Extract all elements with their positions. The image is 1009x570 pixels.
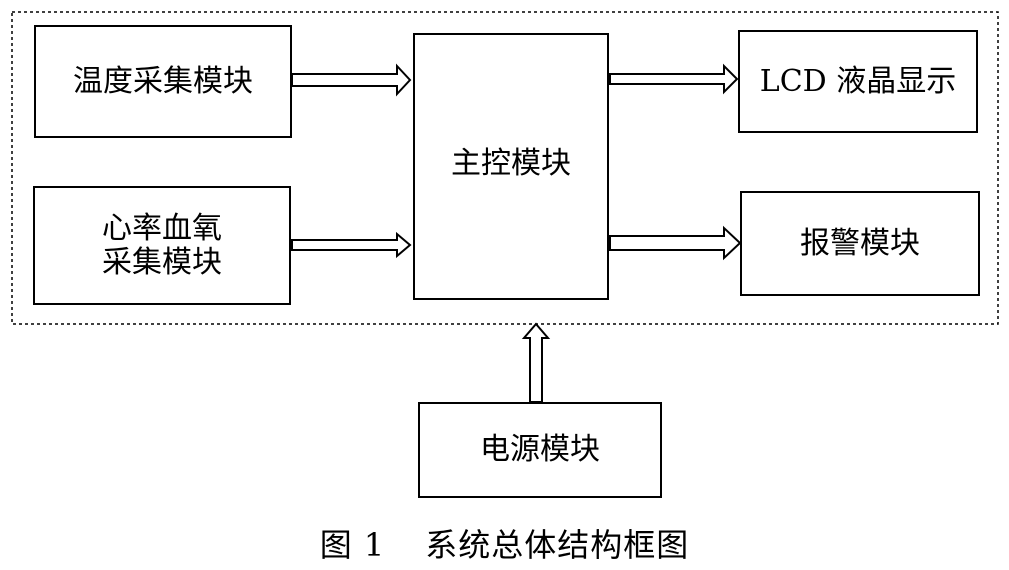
arrow-power-to-main: [521, 322, 551, 403]
arrow-heartrate-to-main: [291, 231, 412, 259]
alarm-module: 报警模块: [740, 191, 980, 296]
system-boundary: [11, 11, 999, 325]
temperature-module-label: 温度采集模块: [73, 63, 253, 99]
heart-rate-spo2-label-line1: 心率血氧: [102, 210, 222, 246]
arrow-main-to-lcd: [609, 63, 739, 95]
power-label: 电源模块: [480, 432, 600, 467]
arrow-main-to-alarm: [609, 225, 742, 261]
power-module: 电源模块: [418, 402, 662, 498]
figure-title: 系统总体结构框图: [425, 526, 690, 564]
main-control-module: 主控模块: [413, 33, 609, 300]
heart-rate-spo2-module: 心率血氧 采集模块: [33, 186, 291, 305]
lcd-display-module: LCD 液晶显示: [738, 30, 978, 133]
temperature-module: 温度采集模块: [34, 25, 292, 138]
figure-caption: 图 1 系统总体结构框图: [0, 520, 1009, 566]
heart-rate-spo2-label-line2: 采集模块: [102, 244, 222, 280]
alarm-label: 报警模块: [800, 225, 920, 261]
lcd-display-label: LCD 液晶显示: [759, 63, 957, 99]
figure-number: 图 1: [319, 526, 386, 564]
main-control-label: 主控模块: [451, 145, 571, 181]
arrow-temperature-to-main: [291, 63, 412, 97]
